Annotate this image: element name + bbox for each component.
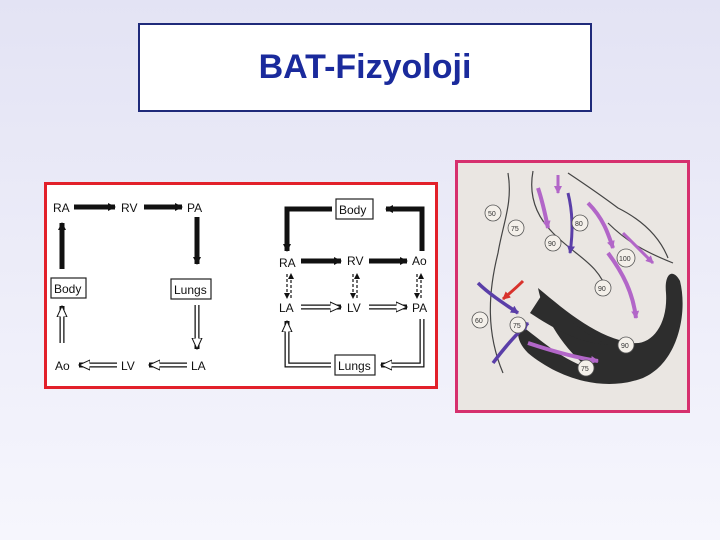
arrow-ao-to-body-parallel xyxy=(386,209,422,251)
parallel-pa-label: PA xyxy=(412,301,427,315)
series-rv-label: RV xyxy=(121,201,137,215)
saturation-value-2: 75 xyxy=(511,226,519,233)
pulmonary-flow-arrow xyxy=(588,203,613,248)
saturation-value-9: 90 xyxy=(621,343,629,350)
slide-title: BAT-Fizyoloji xyxy=(259,48,472,87)
saturation-value-4: 90 xyxy=(548,241,556,248)
series-pa-label: PA xyxy=(187,201,202,215)
saturation-value-6: 90 xyxy=(598,286,606,293)
series-ra-label: RA xyxy=(53,201,70,215)
parallel-rv-label: RV xyxy=(347,254,363,268)
title-box: BAT-Fizyoloji xyxy=(138,23,592,112)
parallel-la-label: LA xyxy=(279,301,294,315)
series-body-label: Body xyxy=(54,282,81,296)
series-ao-label: Ao xyxy=(55,359,70,373)
parallel-ao-label: Ao xyxy=(412,254,427,268)
right-atrium-flow-arrow xyxy=(568,193,572,253)
parallel-body-label: Body xyxy=(339,203,366,217)
parallel-lv-label: LV xyxy=(347,301,361,315)
saturation-value-8: 75 xyxy=(513,323,521,330)
heart-photo-panel: 50 75 80 90 100 90 60 75 90 75 xyxy=(455,160,690,413)
shunt-flow-arrow xyxy=(503,281,523,299)
series-la-label: LA xyxy=(191,359,206,373)
saturation-value-1: 50 xyxy=(488,211,496,218)
parallel-ra-label: RA xyxy=(279,256,296,270)
saturation-value-3: 80 xyxy=(575,221,583,228)
ivc-flow-arrow xyxy=(478,283,518,313)
arrow-lungs-to-la-parallel-fill xyxy=(287,327,331,365)
circulation-diagram-panel: RA RV PA Body Lungs Ao LV LA Body RA RV … xyxy=(44,182,438,389)
parallel-lungs-label: Lungs xyxy=(338,359,371,373)
arrow-lungs-to-la-parallel xyxy=(287,321,331,365)
saturation-value-10: 75 xyxy=(581,366,589,373)
saturation-value-5: 100 xyxy=(619,256,631,263)
heart-outline-right xyxy=(490,173,509,373)
saturation-value-7: 60 xyxy=(475,318,483,325)
arrow-body-to-ra-parallel xyxy=(287,209,332,251)
series-lv-label: LV xyxy=(121,359,135,373)
heart-diagram-svg: 50 75 80 90 100 90 60 75 90 75 xyxy=(458,163,687,410)
arrow-pa-to-lungs-parallel-fill xyxy=(387,319,422,365)
series-lungs-label: Lungs xyxy=(174,283,207,297)
circulation-diagram-svg: RA RV PA Body Lungs Ao LV LA Body RA RV … xyxy=(47,185,435,386)
septum-outline xyxy=(532,171,608,293)
arrow-pa-to-lungs-parallel xyxy=(381,319,422,365)
